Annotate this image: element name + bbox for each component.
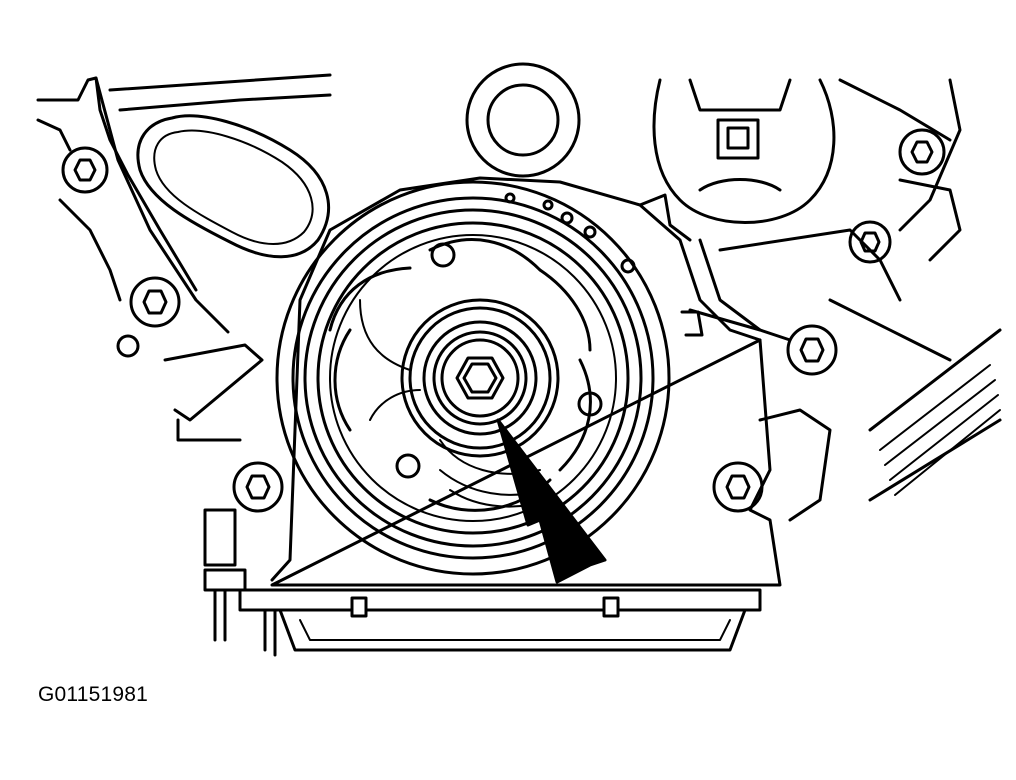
pan-bolt-left xyxy=(350,596,368,618)
bolt-left-lower xyxy=(232,461,284,513)
figure-id-label: G01151981 xyxy=(38,683,149,706)
oval-cover xyxy=(136,114,331,259)
damper-hub xyxy=(400,298,560,458)
pan-bolt-right xyxy=(602,596,620,618)
bolt-right-upper-mid xyxy=(848,220,892,264)
tensioner-pulley xyxy=(638,78,962,242)
oil-pan xyxy=(238,588,762,652)
bolt-left-small xyxy=(116,334,140,358)
ribbed-component xyxy=(868,328,1002,502)
right-bracket xyxy=(688,178,962,522)
arrow-icon xyxy=(496,418,607,584)
bolt-right-mid xyxy=(786,324,838,376)
left-block-outline xyxy=(36,73,332,334)
bolt-right-top xyxy=(898,128,946,176)
bolt-top-left xyxy=(61,146,109,194)
front-cover-plate xyxy=(270,176,782,587)
plug-ring xyxy=(465,62,581,178)
bolt-left-mid xyxy=(129,276,181,328)
bolt-group xyxy=(61,128,946,513)
bolt-right-lower xyxy=(712,461,764,513)
